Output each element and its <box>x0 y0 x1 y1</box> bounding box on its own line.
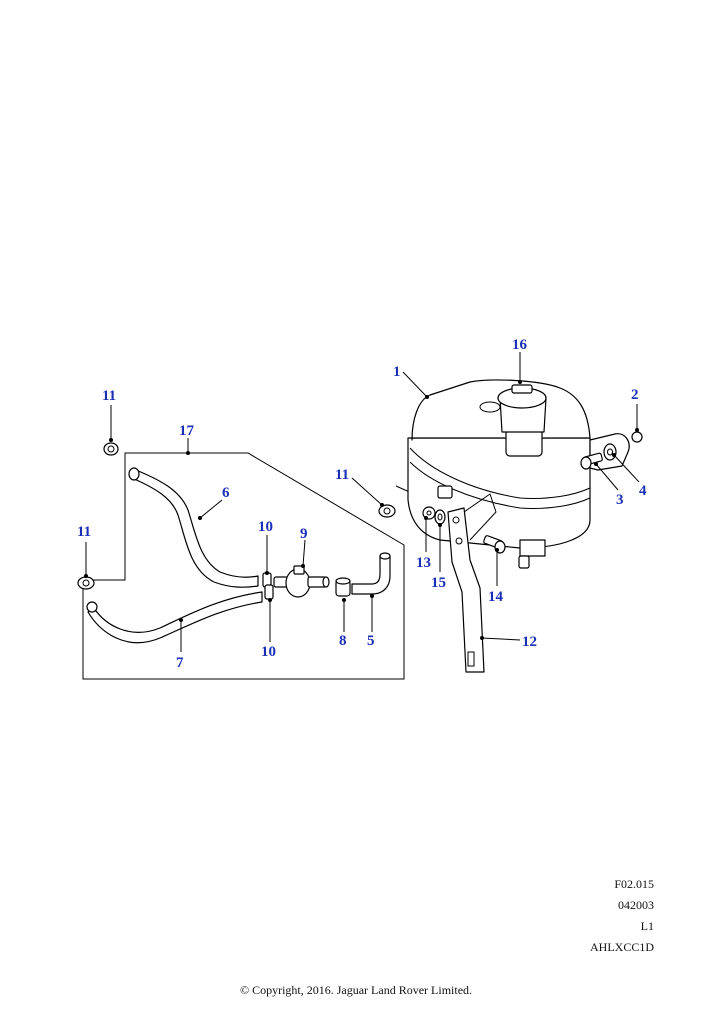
callout-14: 14 <box>488 589 504 605</box>
callout-7: 7 <box>176 655 184 671</box>
kit-outline-frame <box>82 452 405 680</box>
filler-cap-16[interactable] <box>497 384 547 457</box>
leader-lines <box>84 352 640 652</box>
callout-5: 5 <box>367 633 375 649</box>
callout-11-top-left: 11 <box>102 388 116 404</box>
callout-17: 17 <box>179 423 195 439</box>
clip-11-left[interactable] <box>77 576 95 590</box>
callout-11-left: 11 <box>77 524 91 540</box>
callout-6: 6 <box>222 485 230 501</box>
hose-5[interactable] <box>351 555 391 595</box>
clip-11-center[interactable] <box>378 504 396 518</box>
mounting-bracket-12[interactable] <box>447 507 485 673</box>
clip-10-lower[interactable] <box>264 584 274 600</box>
callout-13: 13 <box>416 555 431 571</box>
callout-11-center: 11 <box>335 467 349 483</box>
callout-4: 4 <box>639 483 647 499</box>
washer-4[interactable] <box>603 443 617 461</box>
nut-2[interactable] <box>631 431 643 443</box>
callout-12: 12 <box>522 634 537 650</box>
bracket-hole <box>452 516 460 524</box>
clip-11-top-left[interactable] <box>103 442 119 456</box>
callout-1: 1 <box>393 364 401 380</box>
reference-code-date: 042003 <box>618 898 654 912</box>
callout-2: 2 <box>631 387 639 403</box>
bracket-hole <box>455 537 463 545</box>
callout-16: 16 <box>512 337 528 353</box>
valve-9[interactable] <box>273 565 330 598</box>
reference-code-figure: F02.015 <box>614 877 654 891</box>
callout-8: 8 <box>339 633 347 649</box>
hose-7-end <box>86 601 98 613</box>
reference-code-level: L1 <box>640 919 654 933</box>
connector-8[interactable] <box>335 577 351 597</box>
hose-6-end <box>128 467 140 481</box>
hose-7[interactable] <box>87 591 263 644</box>
callout-15: 15 <box>431 575 446 591</box>
bolt-3[interactable] <box>580 452 603 470</box>
callout-3: 3 <box>616 492 624 508</box>
bracket-gusset <box>463 493 497 541</box>
bracket-slot <box>467 651 475 667</box>
copyright-notice: © Copyright, 2016. Jaguar Land Rover Lim… <box>239 983 473 997</box>
reference-code-id: AHLXCC1D <box>589 940 654 954</box>
hose-6[interactable] <box>131 469 259 588</box>
hose-5-end <box>379 552 391 560</box>
callout-10-upper: 10 <box>258 519 273 535</box>
callout-9: 9 <box>300 526 308 542</box>
callout-10-lower: 10 <box>261 644 276 660</box>
washer-15[interactable] <box>434 509 446 525</box>
